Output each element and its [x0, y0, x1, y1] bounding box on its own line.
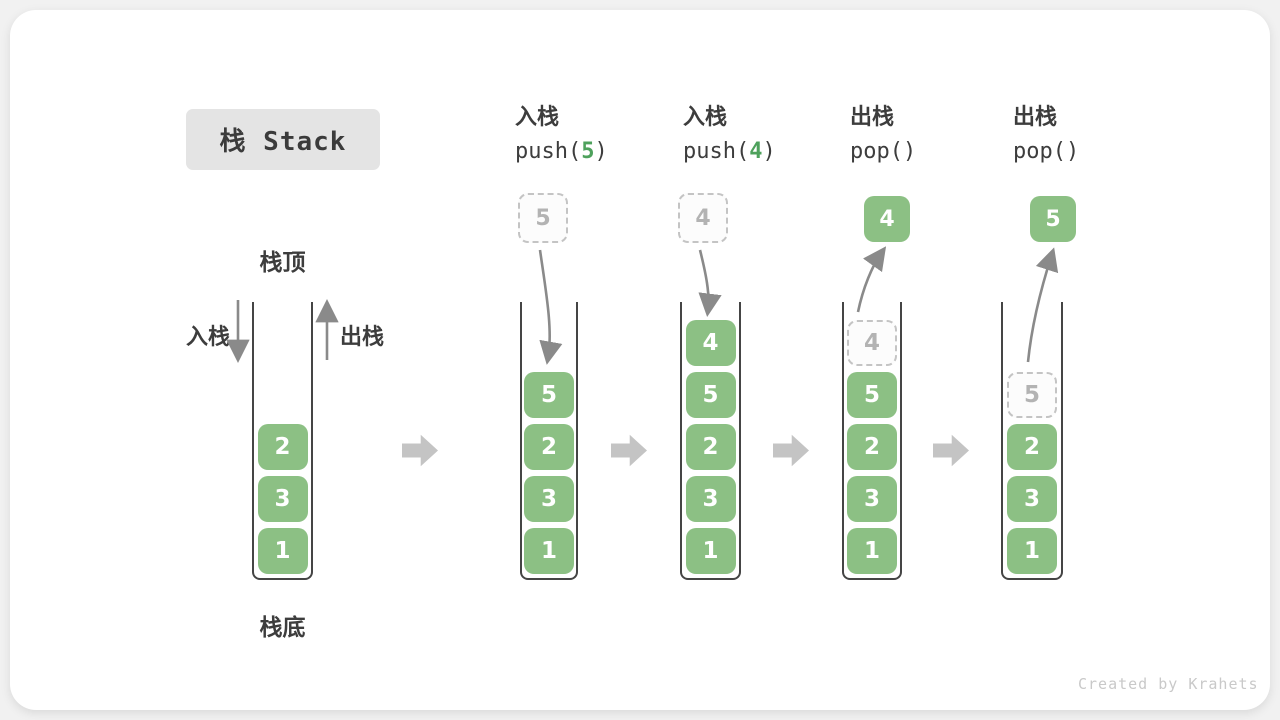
- stack-item-value: 5: [1023, 382, 1040, 408]
- stack-item: 2: [1007, 424, 1057, 470]
- title-badge: 栈 Stack: [186, 109, 380, 170]
- op-name: 入栈: [683, 105, 728, 130]
- op-header-pop2: 出栈 pop(): [1013, 103, 1079, 169]
- code-arg: 5: [581, 139, 595, 164]
- stack-item-value: 1: [274, 538, 291, 564]
- code-text: push(: [515, 139, 582, 164]
- code-text: ): [762, 139, 776, 164]
- stack-item: 2: [257, 424, 308, 470]
- floating-value-label: 4: [879, 206, 895, 232]
- stack-item: 3: [524, 476, 574, 522]
- stack-item: 1: [524, 528, 574, 574]
- op-header-push5: 入栈 push(5): [515, 103, 608, 169]
- stack-item-value: 5: [540, 382, 557, 408]
- stack-bottom-label: 栈底: [259, 615, 306, 641]
- stack-item-value: 3: [863, 486, 880, 512]
- op-code: pop(): [1013, 135, 1079, 169]
- stack-item: 2: [685, 424, 736, 470]
- floating-value-label: 4: [695, 205, 711, 231]
- code-text: pop(): [1013, 139, 1080, 164]
- stack-item-value: 4: [863, 330, 880, 356]
- floating-value-label: 5: [1045, 206, 1061, 232]
- stack-item-value: 1: [540, 538, 557, 564]
- op-name: 出栈: [850, 105, 895, 130]
- stack-top-label: 栈顶: [259, 250, 306, 276]
- stack-item-value: 1: [863, 538, 880, 564]
- stack-item-value: 2: [540, 434, 557, 460]
- stack-item: 2: [847, 424, 897, 470]
- stack-item-value: 1: [1023, 538, 1040, 564]
- op-name: 出栈: [1013, 105, 1058, 130]
- stack-container-2: 5 2 3 1: [520, 302, 578, 580]
- op-code: push(5): [515, 135, 608, 169]
- floating-value-push4: 4: [678, 193, 728, 243]
- stack-item: 5: [847, 372, 897, 418]
- code-arg: 4: [749, 139, 763, 164]
- page-title: 栈 Stack: [219, 127, 347, 157]
- stack-item: 3: [847, 476, 897, 522]
- stack-container-3: 4 5 2 3 1: [680, 302, 741, 580]
- op-code: push(4): [683, 135, 776, 169]
- stack-container-4: 4 5 2 3 1: [842, 302, 902, 580]
- push-side-label: 入栈: [186, 325, 231, 350]
- stack-container-1: 2 3 1: [252, 302, 313, 580]
- stack-item: 3: [1007, 476, 1057, 522]
- stack-item: 3: [257, 476, 308, 522]
- op-code: pop(): [850, 135, 916, 169]
- stack-item-ghost: 5: [1007, 372, 1057, 418]
- floating-value-push5: 5: [518, 193, 568, 243]
- stack-item: 1: [257, 528, 308, 574]
- stack-item-value: 2: [274, 434, 291, 460]
- stack-item-value: 5: [863, 382, 880, 408]
- stack-container-5: 5 2 3 1: [1001, 302, 1063, 580]
- stack-item-value: 3: [702, 486, 719, 512]
- floating-value-label: 5: [535, 205, 551, 231]
- stack-item-ghost: 4: [847, 320, 897, 366]
- stack-item: 3: [685, 476, 736, 522]
- stack-item-value: 2: [1023, 434, 1040, 460]
- stack-item: 1: [847, 528, 897, 574]
- stack-item-value: 3: [1023, 486, 1040, 512]
- stack-item: 1: [685, 528, 736, 574]
- pop-side-label: 出栈: [340, 325, 385, 350]
- floating-value-pop5: 5: [1030, 196, 1076, 242]
- stack-item: 5: [685, 372, 736, 418]
- stack-item: 5: [524, 372, 574, 418]
- stack-item-value: 1: [702, 538, 719, 564]
- stack-item-value: 3: [274, 486, 291, 512]
- stack-item-value: 2: [702, 434, 719, 460]
- code-text: ): [594, 139, 608, 164]
- stack-item-value: 5: [702, 382, 719, 408]
- stack-item: 1: [1007, 528, 1057, 574]
- watermark: Created by Krahets: [1078, 675, 1259, 693]
- floating-value-pop4: 4: [864, 196, 910, 242]
- op-name: 入栈: [515, 105, 560, 130]
- stack-item-value: 4: [702, 330, 719, 356]
- op-header-push4: 入栈 push(4): [683, 103, 776, 169]
- stack-item-value: 2: [863, 434, 880, 460]
- op-header-pop1: 出栈 pop(): [850, 103, 916, 169]
- stack-item: 4: [685, 320, 736, 366]
- stack-item: 2: [524, 424, 574, 470]
- code-text: push(: [683, 139, 750, 164]
- code-text: pop(): [850, 139, 917, 164]
- stack-item-value: 3: [540, 486, 557, 512]
